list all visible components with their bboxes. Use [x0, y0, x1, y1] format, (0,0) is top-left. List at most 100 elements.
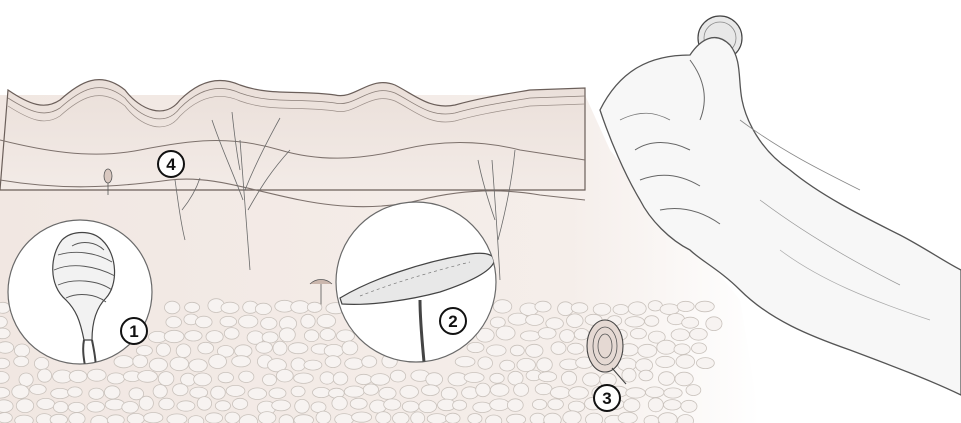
fat-cell: [53, 402, 68, 413]
fat-cell: [225, 412, 240, 423]
fat-cell: [325, 356, 341, 368]
fat-cell: [441, 387, 457, 400]
fat-cell: [508, 313, 528, 325]
fat-cell: [68, 387, 83, 397]
fat-cell: [196, 316, 213, 328]
fat-cell: [14, 344, 29, 357]
fat-cell: [218, 372, 233, 382]
fat-cell: [660, 304, 679, 315]
fat-cell: [138, 371, 158, 383]
fat-cell: [164, 330, 184, 342]
fat-cell: [167, 414, 187, 423]
fat-cell: [696, 301, 715, 312]
fat-cell: [656, 356, 675, 367]
fat-cell: [258, 412, 276, 423]
fat-cell: [514, 383, 529, 396]
fat-cell: [37, 398, 55, 409]
fat-cell: [658, 372, 674, 386]
fat-cell: [613, 305, 629, 315]
fat-cell: [706, 317, 722, 331]
fat-cell: [487, 345, 507, 356]
fat-cell: [294, 373, 314, 383]
fat-cell: [239, 371, 254, 382]
fat-cell: [107, 373, 124, 384]
fat-cell: [295, 399, 310, 413]
fat-cell: [198, 342, 214, 354]
fat-cell: [69, 413, 85, 423]
fat-cell: [476, 383, 490, 397]
fat-cell: [544, 413, 562, 423]
fat-cell: [676, 355, 695, 369]
fat-cell: [355, 374, 372, 384]
fat-cell: [12, 385, 29, 399]
fat-cell: [393, 412, 410, 423]
fat-cell: [232, 356, 251, 367]
fat-cell: [263, 374, 277, 386]
fat-cell: [14, 356, 29, 366]
fat-cell: [363, 384, 378, 395]
fat-cell: [657, 340, 676, 354]
fat-cell: [568, 343, 584, 354]
fat-cell: [526, 314, 544, 325]
fat-cell: [209, 355, 227, 369]
fat-cell: [675, 372, 693, 386]
fat-cell: [671, 329, 689, 341]
fat-cell: [344, 386, 364, 397]
fat-cell: [333, 372, 348, 385]
fat-cell: [571, 303, 588, 313]
fat-cell: [272, 400, 291, 411]
fat-cell: [624, 399, 640, 412]
fat-cell: [692, 343, 707, 354]
fat-cell: [535, 383, 552, 394]
fat-cell: [89, 388, 104, 399]
marker-4: 4: [158, 151, 184, 177]
fat-cell: [560, 330, 575, 343]
fat-cell: [630, 328, 646, 338]
marker-3: 3: [594, 385, 620, 411]
fat-cell: [122, 402, 139, 414]
fat-cell: [478, 357, 493, 369]
fat-cell: [345, 358, 364, 369]
fat-cell: [530, 413, 545, 423]
fat-cell: [197, 397, 211, 411]
fat-cell: [87, 402, 105, 413]
fat-cell: [136, 346, 152, 356]
fat-cell: [561, 371, 576, 385]
fat-cell: [153, 385, 167, 398]
fat-cell: [342, 341, 358, 355]
fat-cell: [568, 401, 584, 412]
fat-cell: [185, 331, 202, 341]
fat-cell: [269, 388, 286, 399]
fat-cell: [586, 413, 603, 423]
fat-cell: [248, 388, 267, 400]
fat-cell: [697, 358, 715, 369]
fat-cell: [690, 328, 708, 340]
fat-cell: [127, 413, 144, 423]
fat-cell: [185, 302, 200, 312]
fat-cell: [426, 373, 443, 386]
fat-cell: [156, 343, 170, 356]
fat-cell: [402, 401, 419, 412]
marker-4-label: 4: [166, 155, 176, 174]
fat-cell: [648, 398, 663, 412]
fat-cell: [646, 387, 664, 398]
fat-cell: [686, 385, 701, 396]
fat-cell: [467, 342, 484, 352]
fat-cell: [411, 412, 425, 423]
fat-cell: [626, 388, 646, 398]
fat-cell: [15, 415, 34, 423]
fat-cell: [221, 302, 239, 313]
fat-cell: [34, 357, 48, 369]
fat-cell: [68, 402, 85, 412]
fat-cell: [320, 372, 334, 384]
marker-2: 2: [440, 308, 466, 334]
fat-cell: [107, 415, 124, 423]
fat-cell: [337, 330, 355, 342]
fat-cell: [535, 301, 551, 312]
fat-cell: [88, 369, 107, 381]
fat-cell: [490, 373, 504, 383]
fat-cell: [159, 398, 174, 410]
fat-cell: [304, 360, 322, 370]
fat-cell: [30, 384, 47, 394]
